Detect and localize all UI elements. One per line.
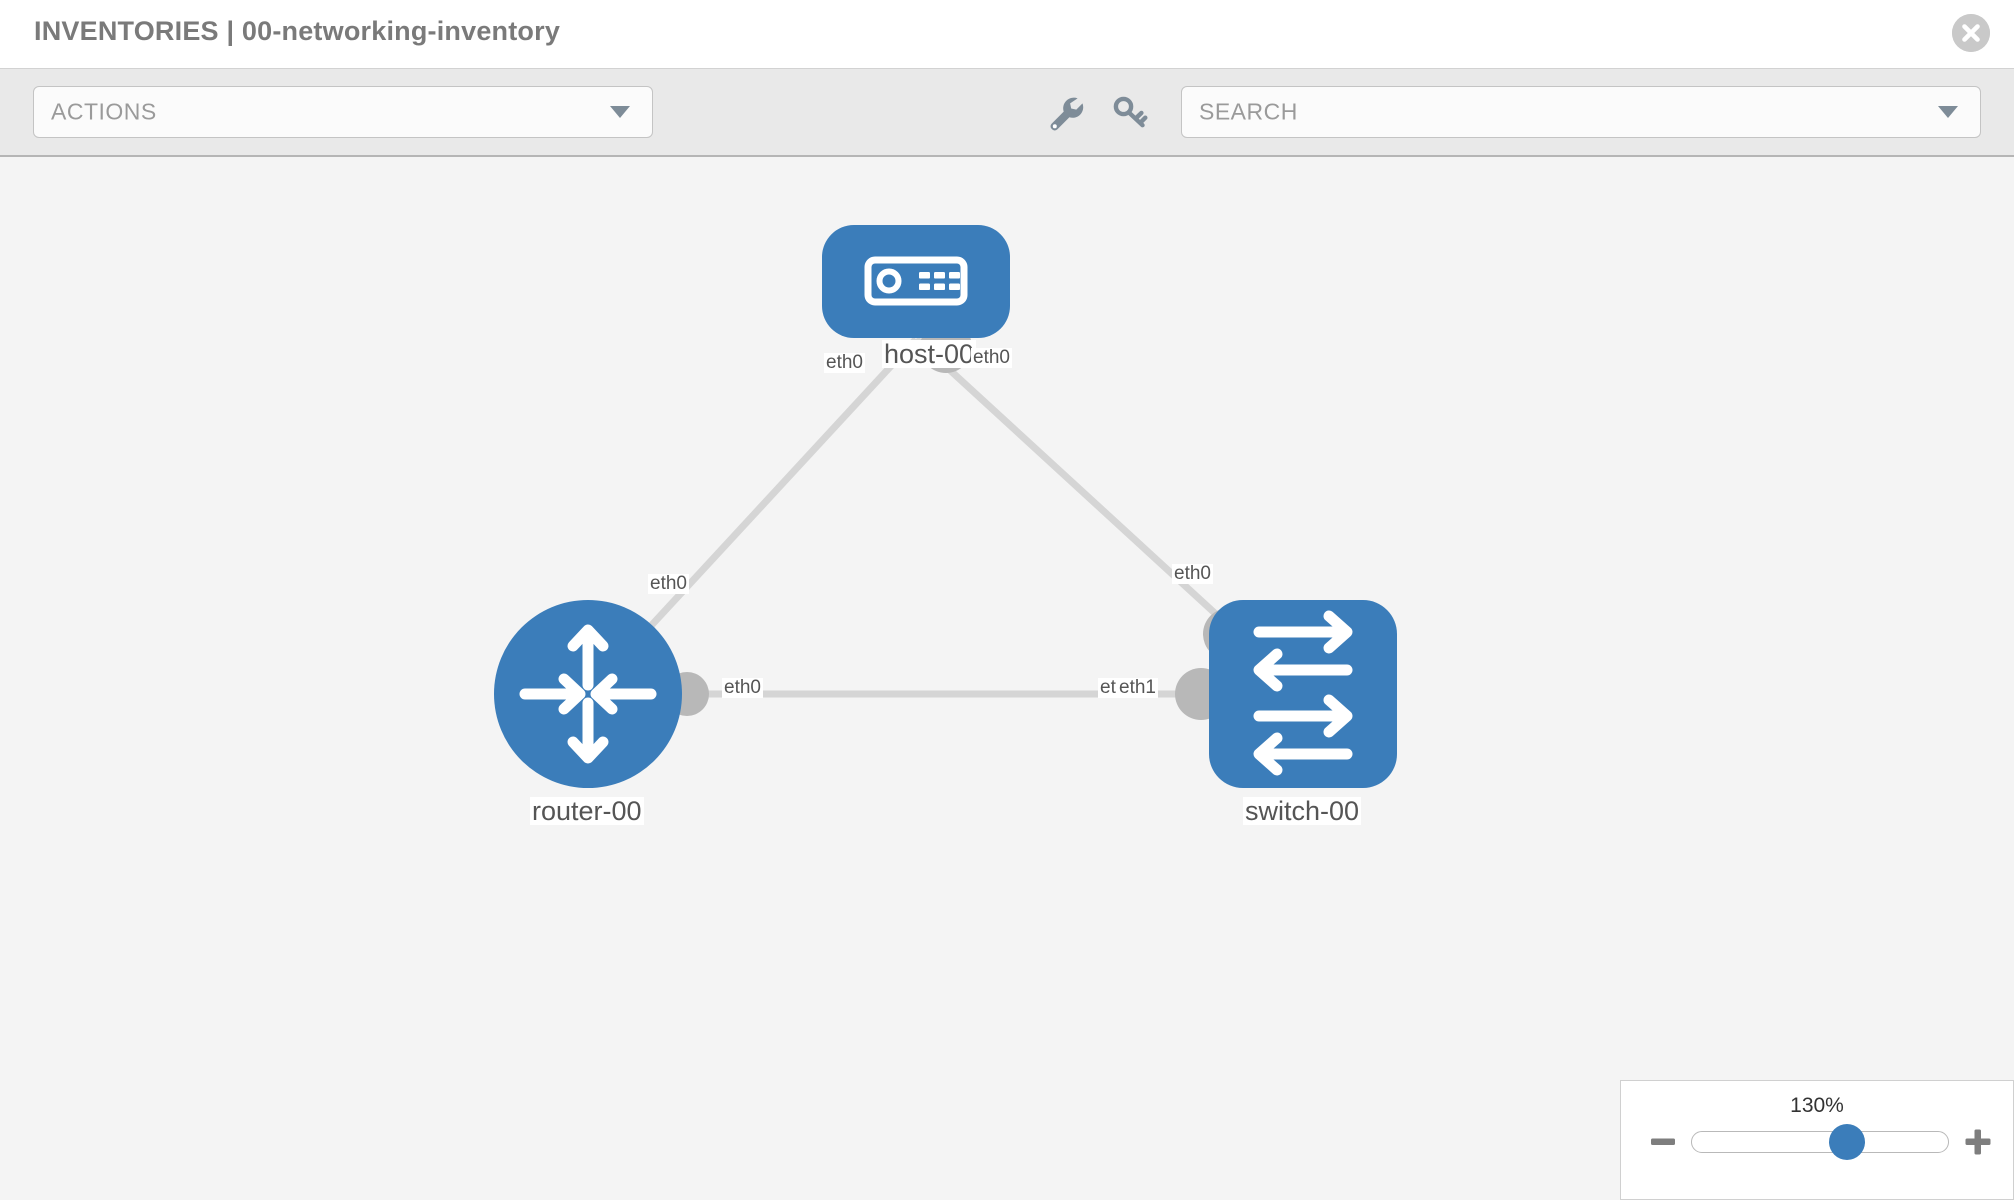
- interface-label: eth0: [722, 677, 763, 698]
- minus-icon[interactable]: [1648, 1127, 1678, 1157]
- interface-label: eth0: [971, 347, 1012, 368]
- close-icon[interactable]: [1952, 14, 1990, 52]
- interface-label: eth1: [1117, 677, 1158, 698]
- page-title: INVENTORIES | 00-networking-inventory: [34, 16, 561, 46]
- actions-dropdown[interactable]: ACTIONS: [33, 86, 653, 138]
- actions-dropdown-label: ACTIONS: [51, 98, 157, 125]
- search-placeholder: SEARCH: [1199, 98, 1298, 125]
- node-router-00: [494, 600, 682, 788]
- interface-label: eth0: [1172, 563, 1213, 584]
- zoom-slider-thumb[interactable]: [1828, 1124, 1865, 1160]
- node-host-00: [822, 225, 1010, 338]
- zoom-control: 130%: [1620, 1080, 2014, 1200]
- node-label-switch-00: switch-00: [1243, 796, 1362, 826]
- interface-label: eth0: [648, 573, 689, 594]
- interface-label: eth0: [824, 352, 865, 373]
- chevron-down-icon: [1938, 106, 1958, 118]
- key-icon[interactable]: [1108, 90, 1152, 134]
- topology-links: [585, 336, 1306, 698]
- server-icon: [864, 256, 968, 306]
- toolbar: ACTIONS SEARCH: [0, 68, 2014, 157]
- node-label-host-00: host-00: [882, 339, 977, 369]
- node-switch-00: [1209, 600, 1397, 788]
- page-header: INVENTORIES | 00-networking-inventory: [0, 0, 2014, 68]
- zoom-level-label: 130%: [1790, 1094, 1844, 1117]
- topology-canvas[interactable]: host-00 router-00 switch-00 eth0 eth0 et…: [0, 157, 2014, 1200]
- topology-graph: [494, 225, 1397, 788]
- plus-icon[interactable]: [1963, 1127, 1993, 1157]
- zoom-slider-track[interactable]: [1691, 1131, 1949, 1153]
- chevron-down-icon: [610, 106, 630, 118]
- wrench-icon[interactable]: [1043, 90, 1087, 134]
- switch-arrows-icon: [1253, 610, 1353, 776]
- node-label-router-00: router-00: [530, 796, 644, 826]
- router-arrows-icon: [519, 624, 657, 764]
- search-input[interactable]: SEARCH: [1181, 86, 1981, 138]
